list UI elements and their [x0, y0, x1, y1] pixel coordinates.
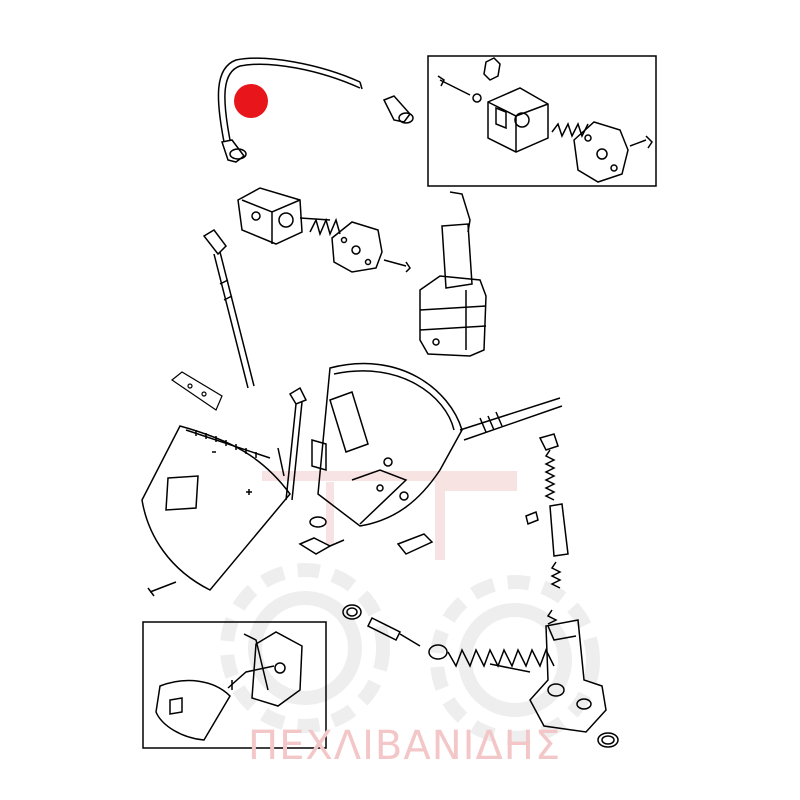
long-bolt [383, 259, 411, 273]
cable-end-fitting [221, 139, 247, 163]
red-dot-marker [234, 84, 268, 118]
control-rod [366, 616, 421, 647]
decal-plate [170, 371, 223, 411]
nut-washer [428, 644, 448, 660]
valve-cover-plate [331, 221, 383, 273]
inset-valve-box [427, 55, 657, 187]
grease-nipple [483, 57, 501, 81]
spring [551, 122, 589, 138]
hex-screw [525, 510, 539, 526]
watermark-logo [220, 471, 600, 745]
short-bolt [629, 135, 653, 149]
hex-screw [147, 581, 177, 597]
seal-ring [342, 604, 362, 620]
seal-ring [597, 732, 619, 748]
valve-cover-plate [573, 121, 629, 183]
control-lever [277, 386, 308, 501]
valve-body [237, 187, 331, 245]
rod-spring [538, 433, 569, 625]
hex-screw [298, 537, 345, 555]
lever-bracket [529, 619, 607, 733]
control-cable [217, 57, 363, 163]
hex-screw [396, 533, 434, 555]
inset-quadrant [142, 621, 327, 749]
nut-washer [309, 516, 327, 528]
dipstick [202, 229, 255, 389]
spring [309, 217, 341, 237]
rod-spring [447, 648, 555, 673]
tractor-logo-icon [262, 471, 517, 560]
long-bolt [437, 75, 482, 103]
lift-control-shaft [419, 191, 487, 357]
valve-body [487, 87, 549, 153]
cable-end-fitting [382, 95, 414, 124]
control-rod [459, 397, 563, 441]
gear-icon [430, 575, 600, 745]
watermark-text: ΠΕΧΛΙΒΑΝΙΔΗΣ [248, 723, 562, 769]
gear-icon [220, 563, 390, 733]
quadrant-cover [141, 425, 291, 591]
